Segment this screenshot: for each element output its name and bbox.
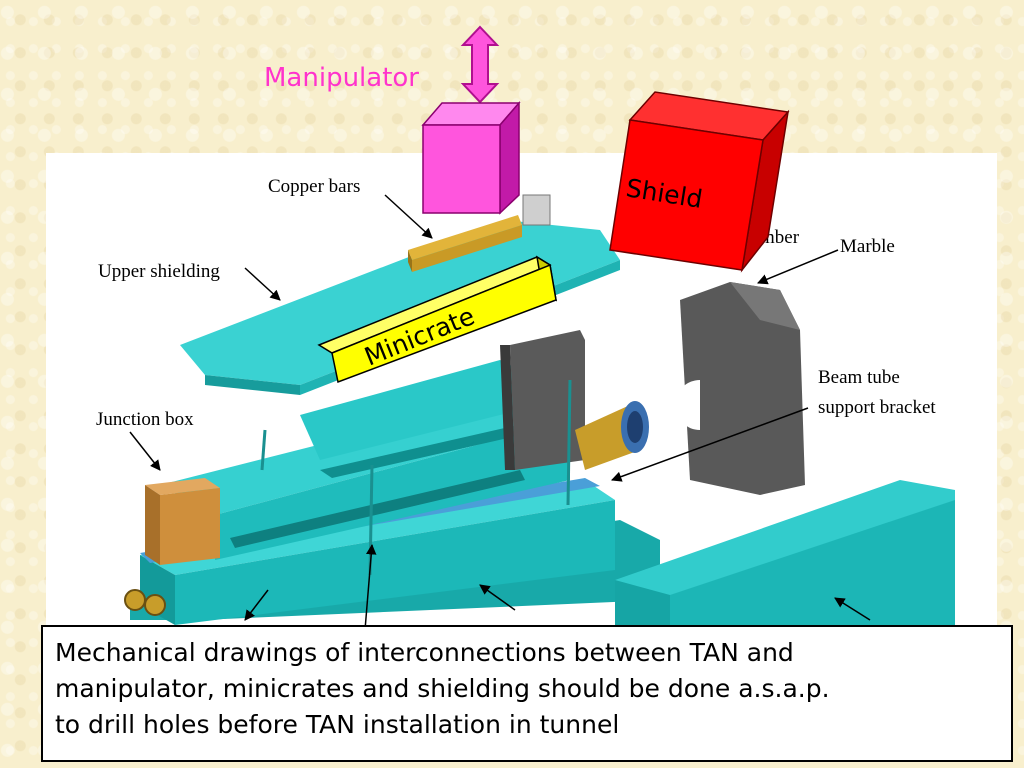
beam-tube (575, 401, 649, 470)
manipulator-box (421, 100, 521, 215)
label-copper-bars: Copper bars (268, 176, 360, 197)
label-beam-tube-line1: Beam tube (818, 367, 900, 388)
right-lower-block (615, 480, 955, 630)
label-marble: Marble (840, 236, 895, 257)
caption-line-2: manipulator, minicrates and shielding sh… (55, 674, 830, 703)
tan-main-body (130, 360, 660, 625)
inner-grey-block (500, 330, 585, 470)
caption-box: Mechanical drawings of interconnections … (41, 625, 1013, 762)
junction-box (145, 478, 220, 565)
label-upper-shielding: Upper shielding (98, 261, 220, 282)
callout-arrows (129, 194, 871, 631)
marble-block (674, 282, 805, 495)
label-chamber-partial: mber (760, 227, 800, 248)
label-junction-box: Junction box (96, 409, 194, 430)
caption-line-3: to drill holes before TAN installation i… (55, 710, 620, 739)
shield-box: Shield (609, 91, 790, 273)
copper-bars (408, 215, 522, 272)
label-beam-tube-line2: support bracket (818, 397, 936, 418)
front-pipes (124, 589, 166, 616)
junction-cap (522, 194, 551, 226)
caption-line-1: Mechanical drawings of interconnections … (55, 638, 794, 667)
manipulator-label: Manipulator (264, 63, 419, 93)
manipulator-double-arrow (460, 25, 500, 104)
